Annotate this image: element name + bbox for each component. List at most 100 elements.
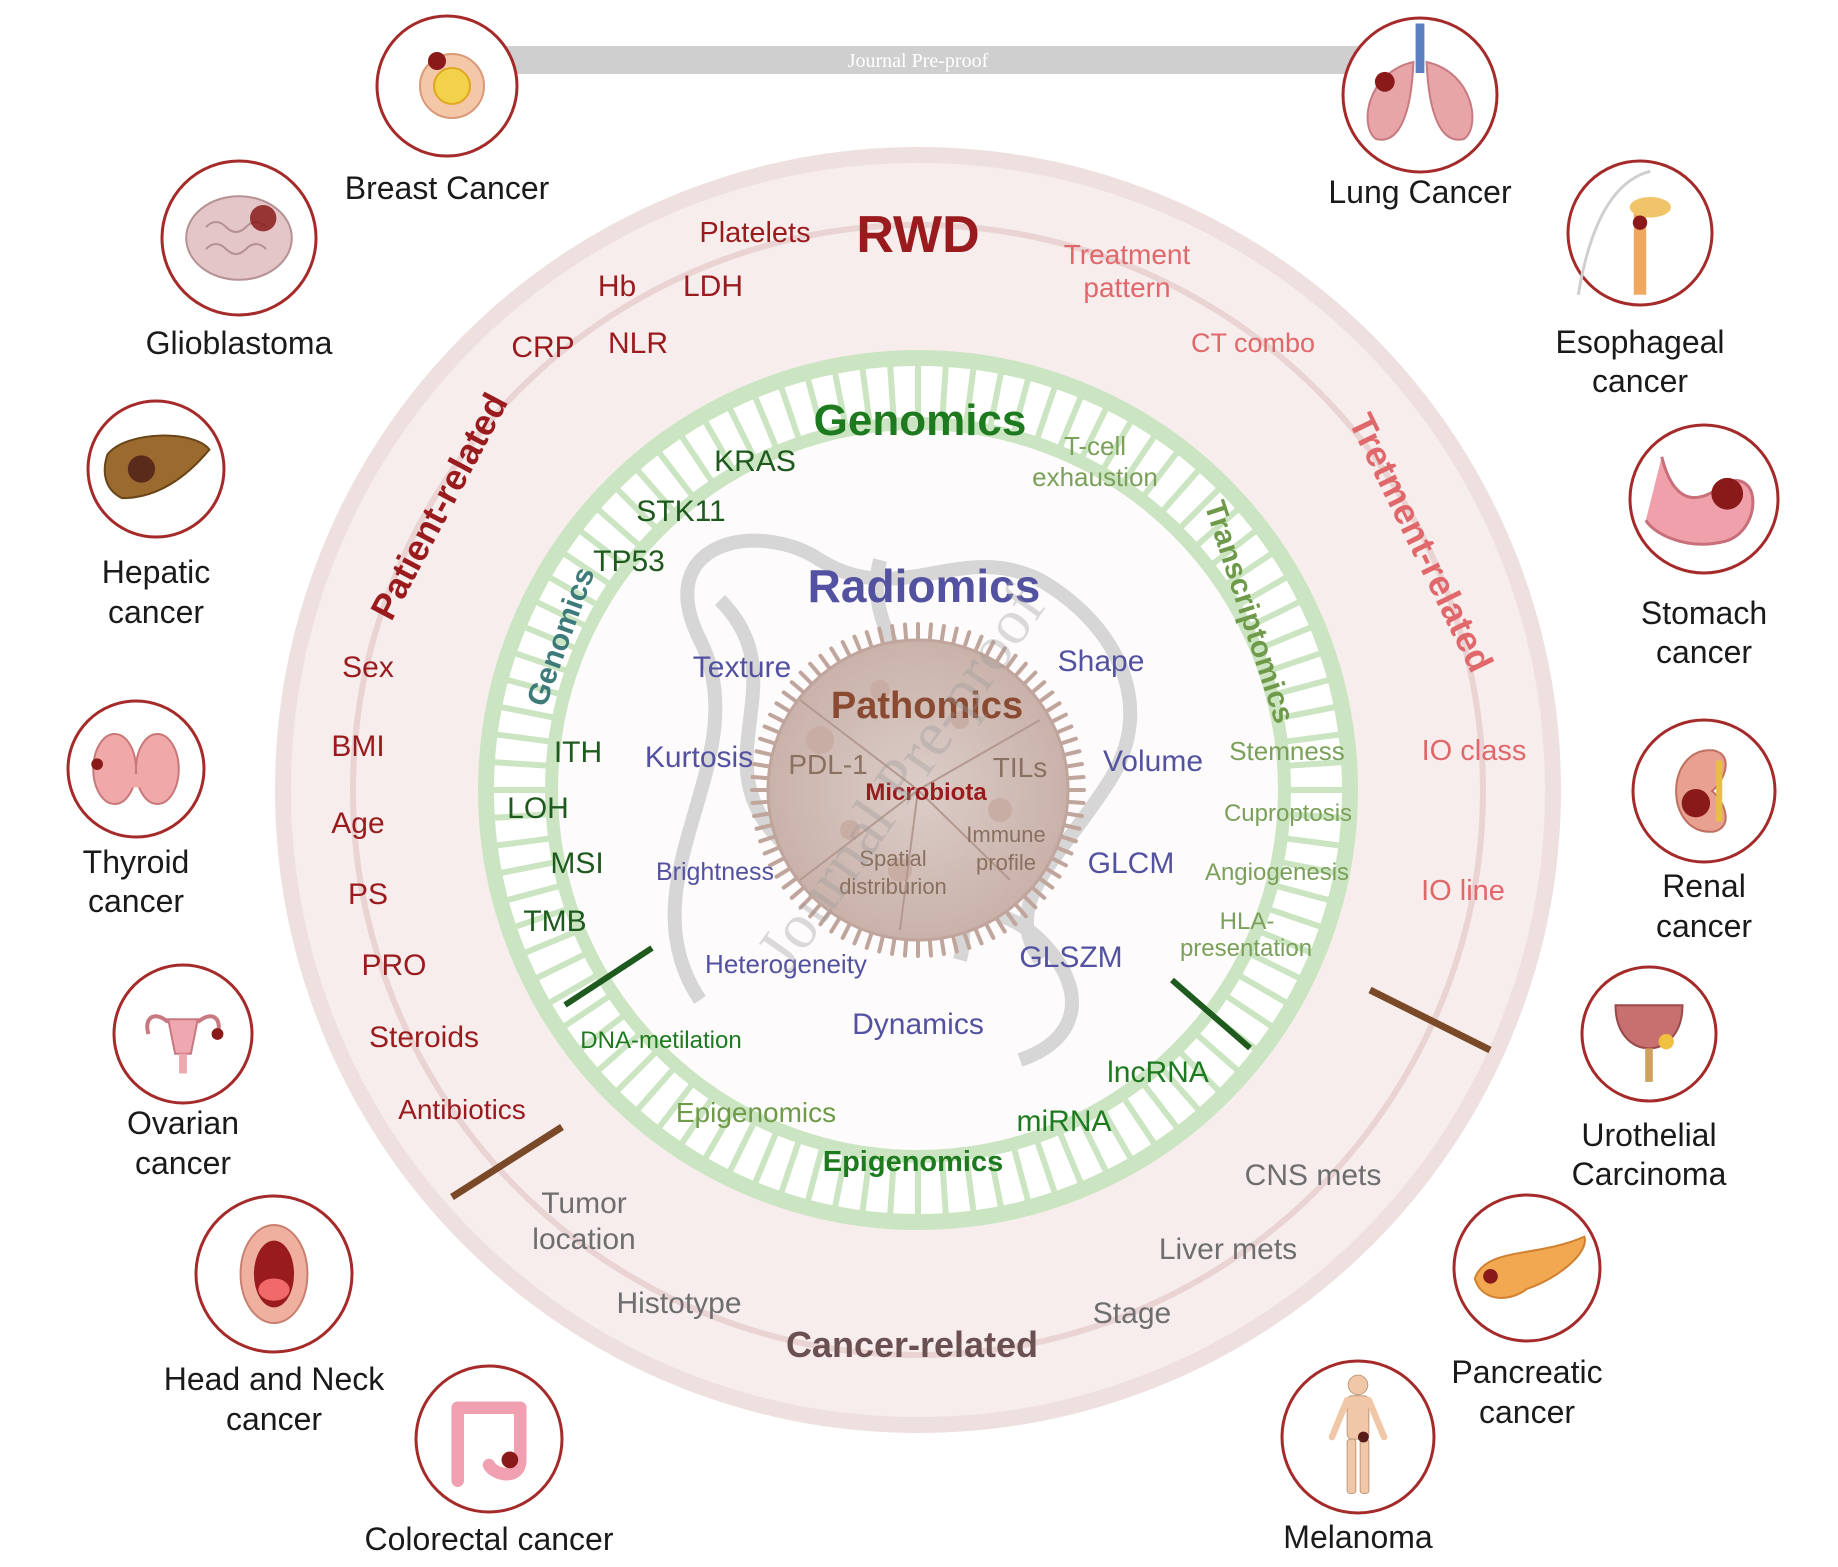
genomics-ring-inner xyxy=(545,417,1291,1163)
epigenomic-epigenomics: Epigenomics xyxy=(676,1097,836,1128)
rwd-inner-border xyxy=(350,222,1486,1358)
journal-header-bar xyxy=(470,46,1390,74)
genomics-ring-spokes xyxy=(490,362,1346,1218)
genomics-title: Genomics xyxy=(814,396,1027,445)
pathomics-pdl1: PDL-1 xyxy=(788,749,867,780)
genomic-msi: MSI xyxy=(550,847,603,880)
cancer-item-glioblastoma: Glioblastoma xyxy=(146,159,333,361)
genomic-loh: LOH xyxy=(507,792,569,825)
transcript-hla-line1: HLA- xyxy=(1220,908,1275,935)
genomic-kras: KRAS xyxy=(714,445,796,478)
lab-ldh: LDH xyxy=(683,270,743,303)
pathomics-spatial-line1: Spatial xyxy=(859,846,926,871)
cancer-label: Pancreatic xyxy=(1451,1354,1602,1390)
transcript-cuproptosis: Cuproptosis xyxy=(1224,800,1352,827)
cancer-item-melanoma: Melanoma xyxy=(1280,1359,1436,1555)
uterus-icon xyxy=(145,1014,224,1074)
epigenomics-side-label: Epigenomics xyxy=(823,1146,1004,1178)
cancer-item-renal-cancer: Renal cancer xyxy=(1631,718,1777,944)
cancer-label: Melanoma xyxy=(1283,1519,1433,1555)
bladder-icon xyxy=(1614,1004,1684,1082)
epigenomic-mirna: miRNA xyxy=(1017,1105,1112,1138)
cancer-label: Lung Cancer xyxy=(1328,174,1512,210)
genomic-stk11: STK11 xyxy=(636,495,726,528)
radiomics-texture: Texture xyxy=(693,651,791,684)
cancer-item-lung-cancer: Lung Cancer xyxy=(1328,16,1512,210)
treatment-ct-combo: CT combo xyxy=(1191,328,1315,358)
cancer-label: Breast Cancer xyxy=(345,170,550,206)
kidney-icon xyxy=(1675,749,1727,833)
radiomics-dynamics: Dynamics xyxy=(852,1008,984,1041)
cancer-label: Stomach xyxy=(1641,595,1767,631)
lab-nlr: NLR xyxy=(608,327,668,360)
divider-transcriptomics-epigenomics xyxy=(1170,977,1252,1051)
pathomics-immune-line1: Immune xyxy=(966,822,1045,847)
genomics-ring-outer xyxy=(478,350,1358,1230)
stomach-icon xyxy=(1644,456,1755,546)
treatment-pattern-line1: Treatment xyxy=(1064,239,1191,270)
cancer-label: cancer xyxy=(1656,908,1752,944)
cancer-liver-mets: Liver mets xyxy=(1159,1233,1297,1266)
mouth-icon xyxy=(239,1223,309,1325)
epigenomic-lncrna: lncRNA xyxy=(1107,1056,1209,1089)
cancer-label: Esophageal xyxy=(1555,324,1724,360)
radiomics-heterogeneity: Heterogeneity xyxy=(705,949,867,979)
treatment-io-class: IO class xyxy=(1422,735,1527,767)
pathomics-cell-lines xyxy=(799,699,1041,931)
cancer-label: cancer xyxy=(1592,363,1688,399)
lab-hb: Hb xyxy=(598,270,636,303)
cancer-tumor-location-line2: location xyxy=(532,1223,635,1256)
pathomics-cell-nuclei xyxy=(806,680,1012,882)
epigenomic-dna-metilation: DNA-metilation xyxy=(580,1027,741,1054)
cancer-label: cancer xyxy=(226,1401,322,1437)
journal-header-label: Journal Pre-proof xyxy=(848,50,989,72)
pancreas-icon xyxy=(1473,1235,1586,1299)
cancer-tumor-location-line1: Tumor xyxy=(541,1187,627,1220)
thyroid-icon xyxy=(91,733,180,805)
cancer-item-breast-cancer: Breast Cancer xyxy=(345,14,550,206)
esophagus-icon xyxy=(1576,169,1671,295)
treatment-io-line: IO line xyxy=(1421,875,1505,907)
pathomics-title: Pathomics xyxy=(831,685,1023,727)
genomic-tp53: TP53 xyxy=(593,545,665,578)
radiomics-shape: Shape xyxy=(1058,645,1145,678)
colon-icon xyxy=(451,1401,527,1487)
cancer-label: Colorectal cancer xyxy=(365,1521,614,1557)
patient-sex: Sex xyxy=(342,651,394,684)
cancer-label: Renal xyxy=(1662,868,1746,904)
cancer-label: cancer xyxy=(1656,634,1752,670)
transcript-hla-line2: presentation xyxy=(1180,935,1312,962)
cancer-item-pancreatic-cancer: Pancreatic cancer xyxy=(1451,1193,1603,1430)
brain-icon xyxy=(185,195,293,281)
cancer-related-label: Cancer-related xyxy=(786,1324,1038,1365)
breast-icon xyxy=(419,52,485,119)
radiomics-glcm: GLCM xyxy=(1088,847,1175,880)
cancer-item-head-and-neck-cancer: Head and Neck cancer xyxy=(164,1194,386,1437)
treatment-pattern-line2: pattern xyxy=(1083,272,1170,303)
cancer-histotype: Histotype xyxy=(616,1287,741,1320)
patient-pro: PRO xyxy=(361,949,426,982)
patient-ps: PS xyxy=(348,878,388,911)
lungs-icon xyxy=(1366,23,1474,141)
genomic-ith: ITH xyxy=(554,736,602,769)
cancer-label: cancer xyxy=(88,883,184,919)
cancer-icon-frame xyxy=(414,1364,564,1514)
cancer-cns-mets: CNS mets xyxy=(1245,1159,1382,1192)
lab-platelets: Platelets xyxy=(699,217,810,249)
radiomics-kurtosis: Kurtosis xyxy=(645,741,753,774)
cancer-label: cancer xyxy=(1479,1394,1575,1430)
patient-steroids: Steroids xyxy=(369,1021,479,1054)
rwd-title: RWD xyxy=(856,206,979,264)
divider-patient-cancer xyxy=(450,1124,564,1200)
cancer-label: Head and Neck xyxy=(164,1361,386,1397)
cancer-label: Carcinoma xyxy=(1572,1156,1727,1192)
pathomics-tils: TILs xyxy=(993,752,1047,783)
transcript-angiogenesis: Angiogenesis xyxy=(1205,859,1349,886)
pathomics-immune-line2: profile xyxy=(976,850,1036,875)
cancer-stage: Stage xyxy=(1093,1297,1171,1330)
